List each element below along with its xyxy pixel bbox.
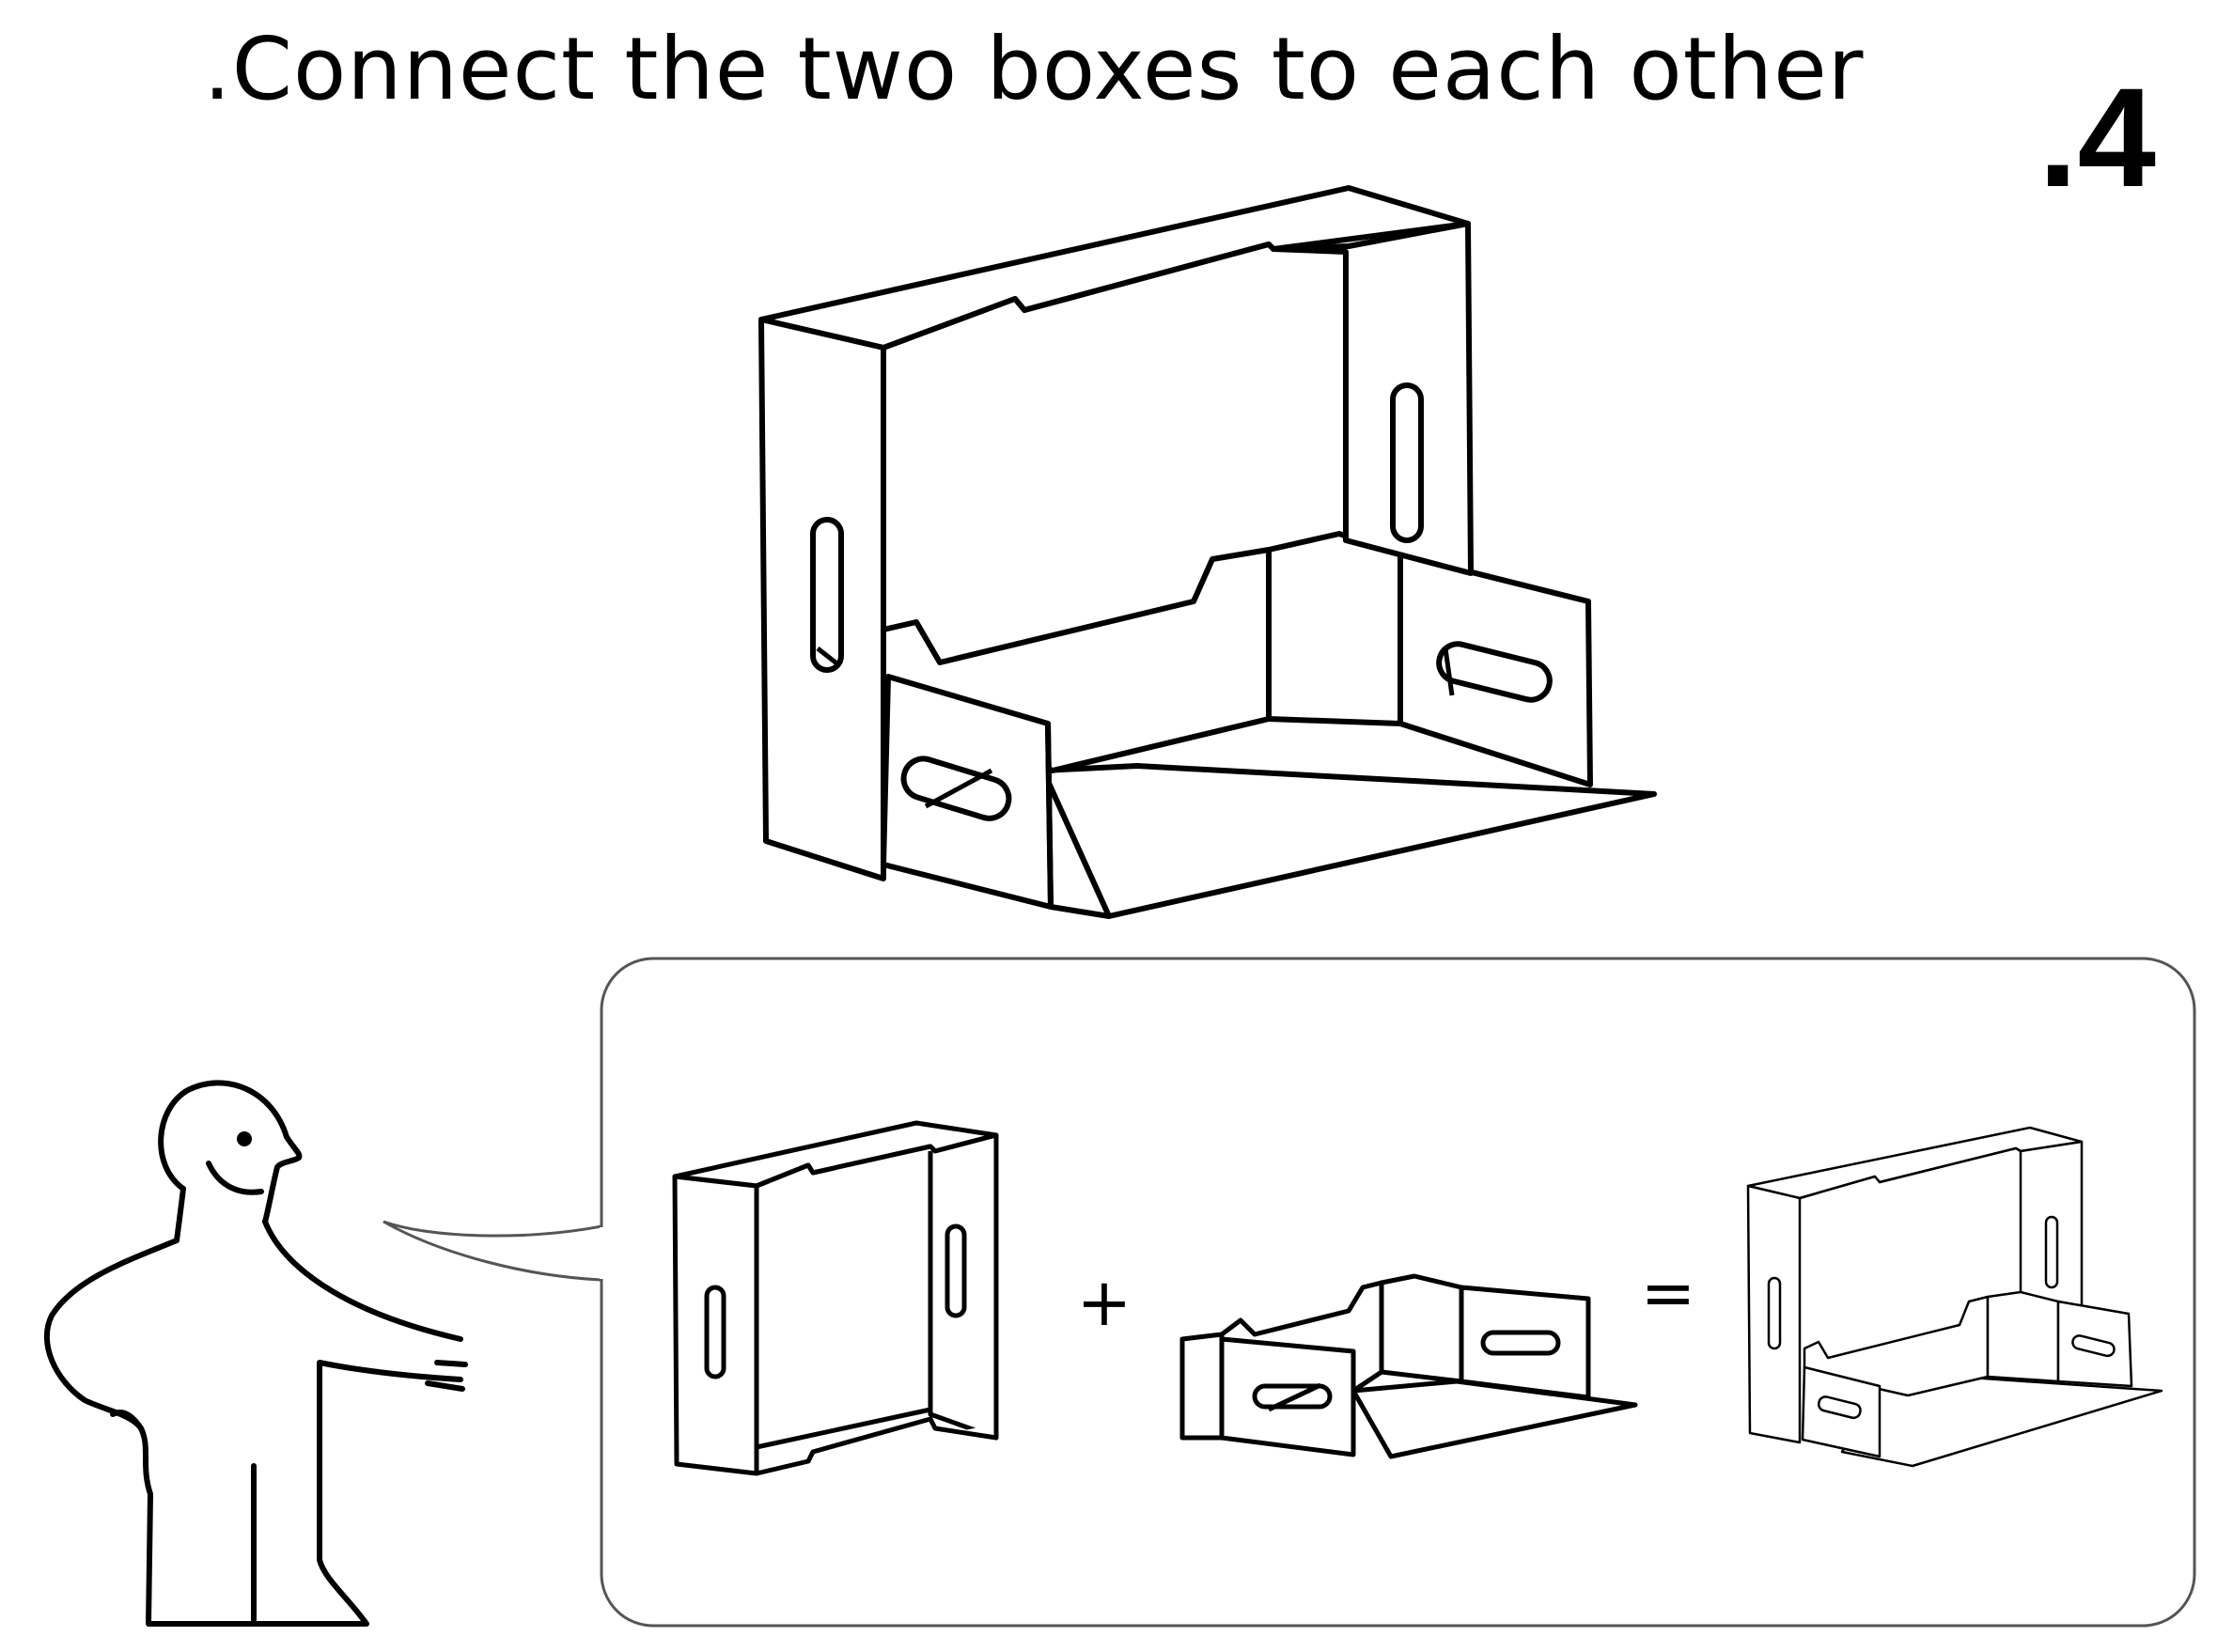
panel-box-tray (1182, 1276, 1635, 1457)
person-arm (265, 1222, 461, 1339)
panel-box-upright-right-slot (947, 1226, 964, 1316)
tray-right-handle-slot (1435, 640, 1554, 704)
plus-symbol: + (1077, 1264, 1132, 1341)
tray-corner-panel (1269, 534, 1400, 724)
speech-pointer (383, 1222, 601, 1280)
upright-left-handle-slot (813, 520, 841, 670)
person-head (161, 1083, 299, 1222)
step-number: .4 (2038, 58, 2156, 216)
person-smile (209, 1163, 261, 1192)
panel-box-upright-left-slot (707, 1287, 724, 1377)
tray-floor (1043, 766, 1654, 916)
panel-box-upright (675, 1123, 996, 1473)
main-assembled-boxes (761, 188, 1654, 916)
panel-result-assembled (1748, 1128, 2162, 1466)
instruction-title: .Connect the two boxes to each other (203, 19, 1865, 119)
panel-box-tray-right-slot (1483, 1333, 1558, 1353)
equals-symbol: = (1641, 1255, 1696, 1332)
person-eye (240, 1134, 249, 1144)
upright-right-handle-slot (1393, 385, 1421, 540)
explanation-panel (383, 958, 2194, 1626)
instruction-person (47, 1083, 465, 1624)
